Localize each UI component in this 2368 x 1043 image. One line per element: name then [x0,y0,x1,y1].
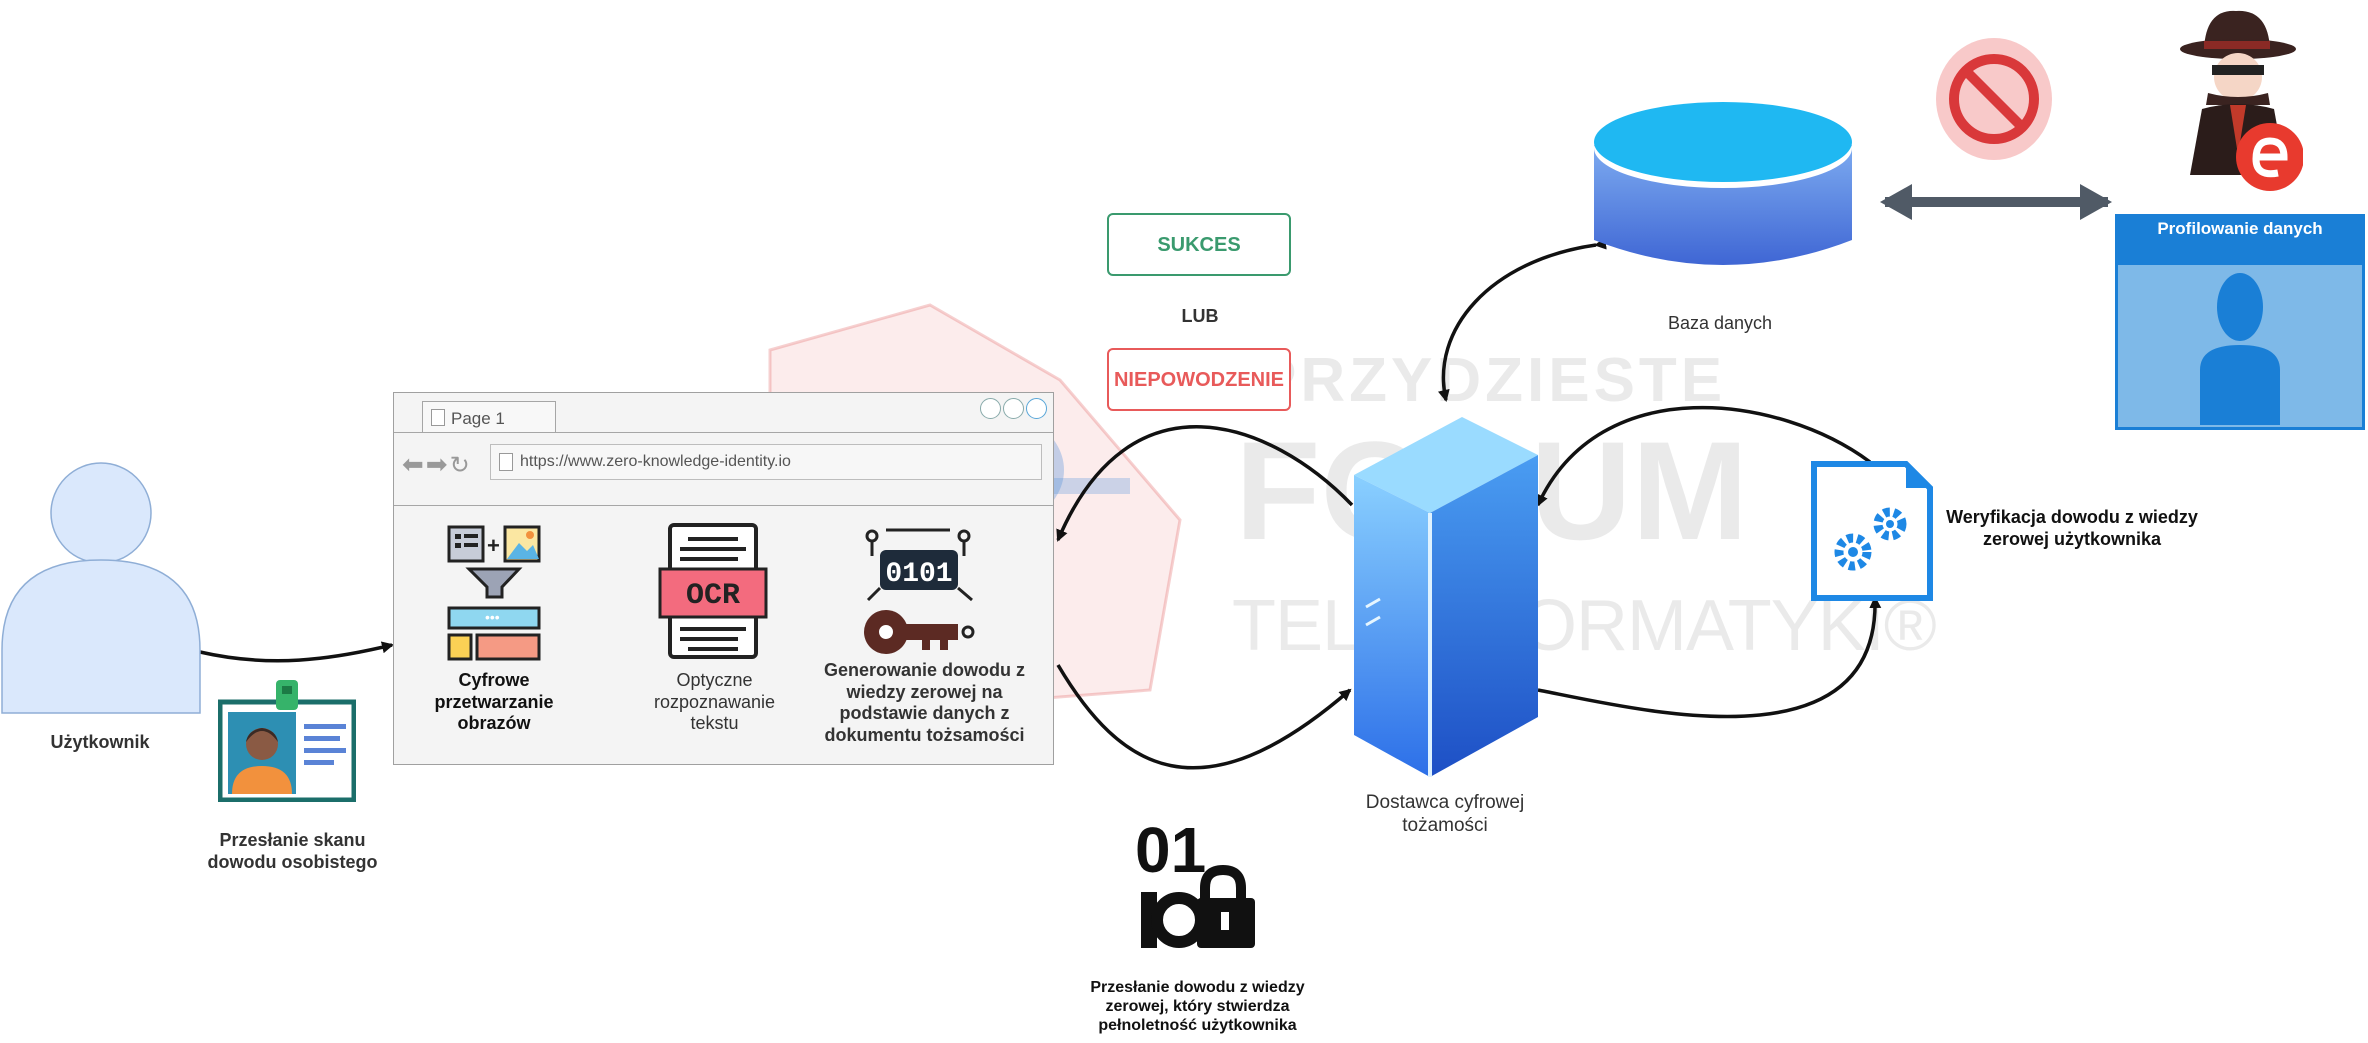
or-label: LUB [1181,306,1219,326]
provider-label: Dostawca cyfrowej tożamości [1365,792,1525,836]
attacker-icon [2180,10,2303,191]
failure-text: NIEPOWODZENIE [1113,369,1284,391]
refresh-icon[interactable]: ↻ [449,452,472,479]
forward-arrow-icon[interactable]: ➡ [425,449,450,479]
crypto-key-icon: 0101 [864,528,975,654]
verification-label: Weryfikacja dowodu z wiedzy zerowej użyt… [1946,507,2198,549]
success-text: SUKCES [1157,234,1241,256]
url-page-icon [499,453,513,471]
binary-glyph-text: 0101 [885,559,952,590]
url-bar[interactable]: https://www.zero-knowledge-identity.io [490,444,1042,480]
processing-label: Cyfrowe przetwarzanie obrazów [434,670,554,734]
user-label: Użytkownik [50,732,150,752]
gear-icon [1834,533,1872,571]
profiling-title: Profilowanie danych [2118,217,2362,265]
ocr-glyph-text: OCR [686,579,740,613]
window-buttons [978,398,1047,424]
failure-box: NIEPOWODZENIE [1107,348,1291,411]
database-label: Baza danych [1667,313,1773,333]
url-text: https://www.zero-knowledge-identity.io [520,453,791,470]
browser-nav: ⬅➡↻ [402,449,472,480]
gear-icon [1873,507,1907,541]
user-icon [1,462,201,714]
browser-tab-label: Page 1 [451,409,505,428]
server-icon [1354,417,1538,777]
maximize-icon[interactable] [1003,398,1024,419]
binary-lock-text: 01 [1135,822,1206,886]
success-box: SUKCES [1107,213,1291,276]
proof-send-label: Przesłanie dowodu z wiedzy zerowej, któr… [1090,979,1305,1035]
close-icon[interactable] [1026,398,1047,419]
profile-person-icon [2200,273,2280,425]
profiling-panel: Profilowanie danych [2115,214,2365,430]
database-icon [1594,102,1852,265]
page-icon [431,409,445,426]
svg-text:+: + [487,533,500,558]
svg-text:•••: ••• [485,609,500,625]
ocr-icon: OCR [658,523,768,659]
verification-icon [1811,461,1933,601]
id-card-icon [218,680,356,802]
back-arrow-icon[interactable]: ⬅ [402,449,426,479]
ocr-label: Optyczne rozpoznawanie tekstu [653,670,776,734]
image-processing-icon: + ••• [447,525,541,661]
browser-tab[interactable]: Page 1 [422,401,556,433]
generation-label: Generowanie dowodu z wiedzy zerowej na p… [823,660,1025,745]
minimize-icon[interactable] [980,398,1001,419]
scan-label: Przesłanie skanu dowodu osobistego [207,830,378,872]
binary-lock-icon: 01 [1135,822,1255,948]
forbidden-icon [1936,38,2052,160]
